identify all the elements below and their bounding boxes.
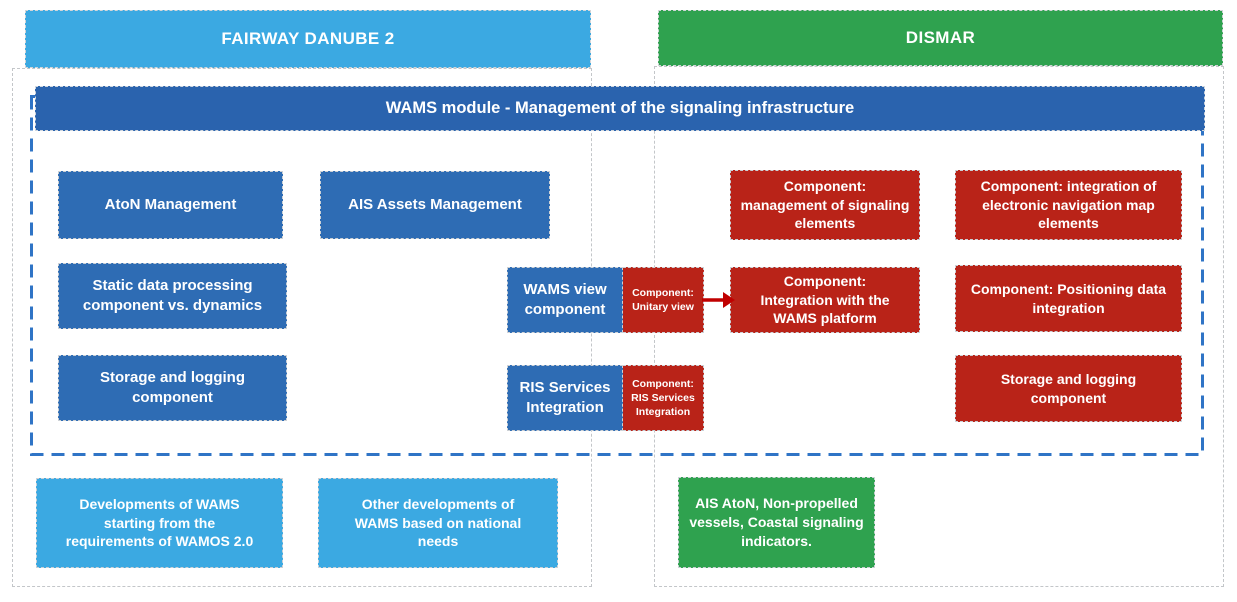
wams-view-component-box: WAMS view component bbox=[507, 267, 623, 333]
wams-module-banner: WAMS module - Management of the signalin… bbox=[35, 86, 1205, 131]
storage-logging-box-fairway: Storage and logging component bbox=[58, 355, 287, 421]
wams-module-banner-label: WAMS module - Management of the signalin… bbox=[385, 99, 855, 117]
developments-wamos-box: Developments of WAMS starting from the r… bbox=[36, 478, 283, 568]
fairway-danube-2-header: FAIRWAY DANUBE 2 bbox=[25, 10, 591, 68]
aton-management-box: AtoN Management bbox=[58, 171, 283, 239]
component-positioning-data-integration-box: Component: Positioning data integration bbox=[955, 265, 1182, 332]
ais-assets-management-box: AIS Assets Management bbox=[320, 171, 550, 239]
component-unitary-view-tag: Component: Unitary view bbox=[623, 267, 704, 333]
component-management-signaling-elements-box: Component: management of signaling eleme… bbox=[730, 170, 920, 240]
component-integration-wams-platform-box: Component: Integration with the WAMS pla… bbox=[730, 267, 920, 333]
ais-aton-indicators-box: AIS AtoN, Non-propelled vessels, Coastal… bbox=[678, 477, 875, 568]
static-data-processing-box: Static data processing component vs. dyn… bbox=[58, 263, 287, 329]
dismar-header-label: DISMAR bbox=[905, 28, 976, 47]
dismar-header: DISMAR bbox=[658, 10, 1223, 66]
other-developments-box: Other developments of WAMS based on nati… bbox=[318, 478, 558, 568]
component-ris-services-integration-tag: Component: RIS Services Integration bbox=[623, 365, 704, 431]
ris-services-integration-box: RIS Services Integration bbox=[507, 365, 623, 431]
component-integration-nav-map-elements-box: Component: integration of electronic nav… bbox=[955, 170, 1182, 240]
fairway-header-label: FAIRWAY DANUBE 2 bbox=[221, 29, 395, 48]
storage-logging-box-dismar: Storage and logging component bbox=[955, 355, 1182, 422]
